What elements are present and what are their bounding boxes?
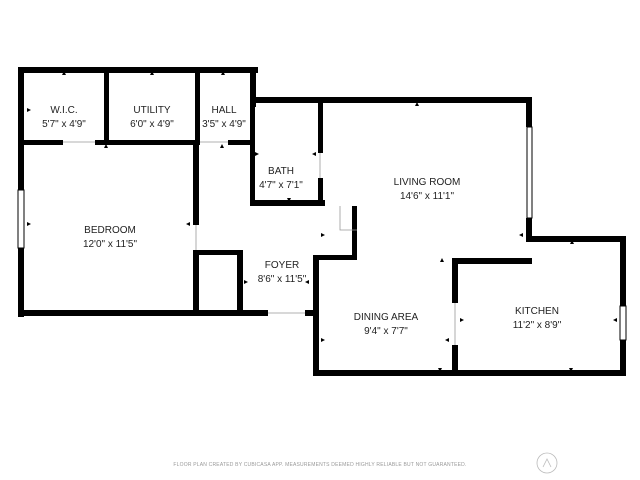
wall-closet-top <box>199 250 239 255</box>
room-name-hall: HALL <box>211 105 236 116</box>
windows <box>17 126 627 341</box>
window-living <box>526 126 533 219</box>
wall-entry-right <box>305 310 319 316</box>
room-dims-bedroom: 12'0" x 11'5" <box>83 239 138 250</box>
doors <box>63 141 456 345</box>
wall-foyer-step <box>313 255 357 260</box>
wall-kitchen-inner-left-b <box>452 345 458 375</box>
room-labels: W.I.C. 5'7" x 4'9" UTILITY 6'0" x 4'9" H… <box>42 105 562 337</box>
wall-wic-utility <box>104 67 109 145</box>
window-kitchen <box>619 305 627 341</box>
wall-foyer-step-v <box>352 206 357 260</box>
wall-living-right-b <box>526 218 532 242</box>
wall-top-left <box>18 67 258 73</box>
cubicasa-logo-icon <box>536 452 558 474</box>
wall-bath-right-a <box>318 103 323 153</box>
room-dims-bath: 4'7" x 7'1" <box>259 180 303 191</box>
wall-bath-right-b <box>318 178 323 206</box>
room-name-dining: DINING AREA <box>354 312 419 323</box>
room-dims-dining: 9'4" x 7'7" <box>364 326 408 337</box>
wall-kitchen-inner-top <box>452 258 532 264</box>
room-name-foyer: FOYER <box>265 260 299 271</box>
wall-bottom-right <box>313 370 626 376</box>
wall-kitchen-right-a <box>620 236 626 306</box>
room-dims-kitchen: 11'2" x 8'9" <box>513 320 562 331</box>
wall-top-right <box>250 97 532 103</box>
room-name-utility: UTILITY <box>133 105 171 116</box>
footer-disclaimer: FLOOR PLAN CREATED BY CUBICASA APP. MEAS… <box>173 462 466 468</box>
wall-kitchen-inner-left-a <box>452 258 458 303</box>
room-name-wic: W.I.C. <box>50 105 77 116</box>
wall-wic-bottom-b <box>95 140 200 145</box>
wall-wic-bottom-a <box>18 140 63 145</box>
wall-dining-left <box>313 310 319 376</box>
wall-kitchen-right-b <box>620 340 626 376</box>
wall-bath-left <box>250 103 255 203</box>
room-name-living: LIVING ROOM <box>394 177 461 188</box>
wall-foyer-right <box>313 255 319 315</box>
wall-hall-bottom <box>228 140 250 145</box>
wall-hall-right-top <box>250 67 256 107</box>
wall-bottom-bedroom <box>18 310 258 316</box>
wall-bedroom-right-b <box>193 250 199 312</box>
room-dims-hall: 3'5" x 4'9" <box>202 119 246 130</box>
room-name-bedroom: BEDROOM <box>84 225 136 236</box>
wall-bath-bottom <box>250 200 325 206</box>
room-dims-foyer: 8'6" x 11'5" <box>258 274 307 285</box>
window-bedroom <box>17 189 25 249</box>
room-name-kitchen: KITCHEN <box>515 306 559 317</box>
wall-utility-hall <box>195 67 200 145</box>
room-dims-living: 14'6" x 11'1" <box>400 191 455 202</box>
wall-entry-left <box>258 310 268 316</box>
room-name-bath: BATH <box>268 166 294 177</box>
room-dims-utility: 6'0" x 4'9" <box>130 119 174 130</box>
room-dims-wic: 5'7" x 4'9" <box>42 119 86 130</box>
wall-kitchen-top <box>526 236 626 242</box>
door-closet-foyer <box>339 206 357 231</box>
wall-living-right-a <box>526 97 532 127</box>
dimension-ticks <box>27 71 617 372</box>
wall-closet-right <box>237 250 243 312</box>
wall-bedroom-right-a <box>193 145 199 225</box>
